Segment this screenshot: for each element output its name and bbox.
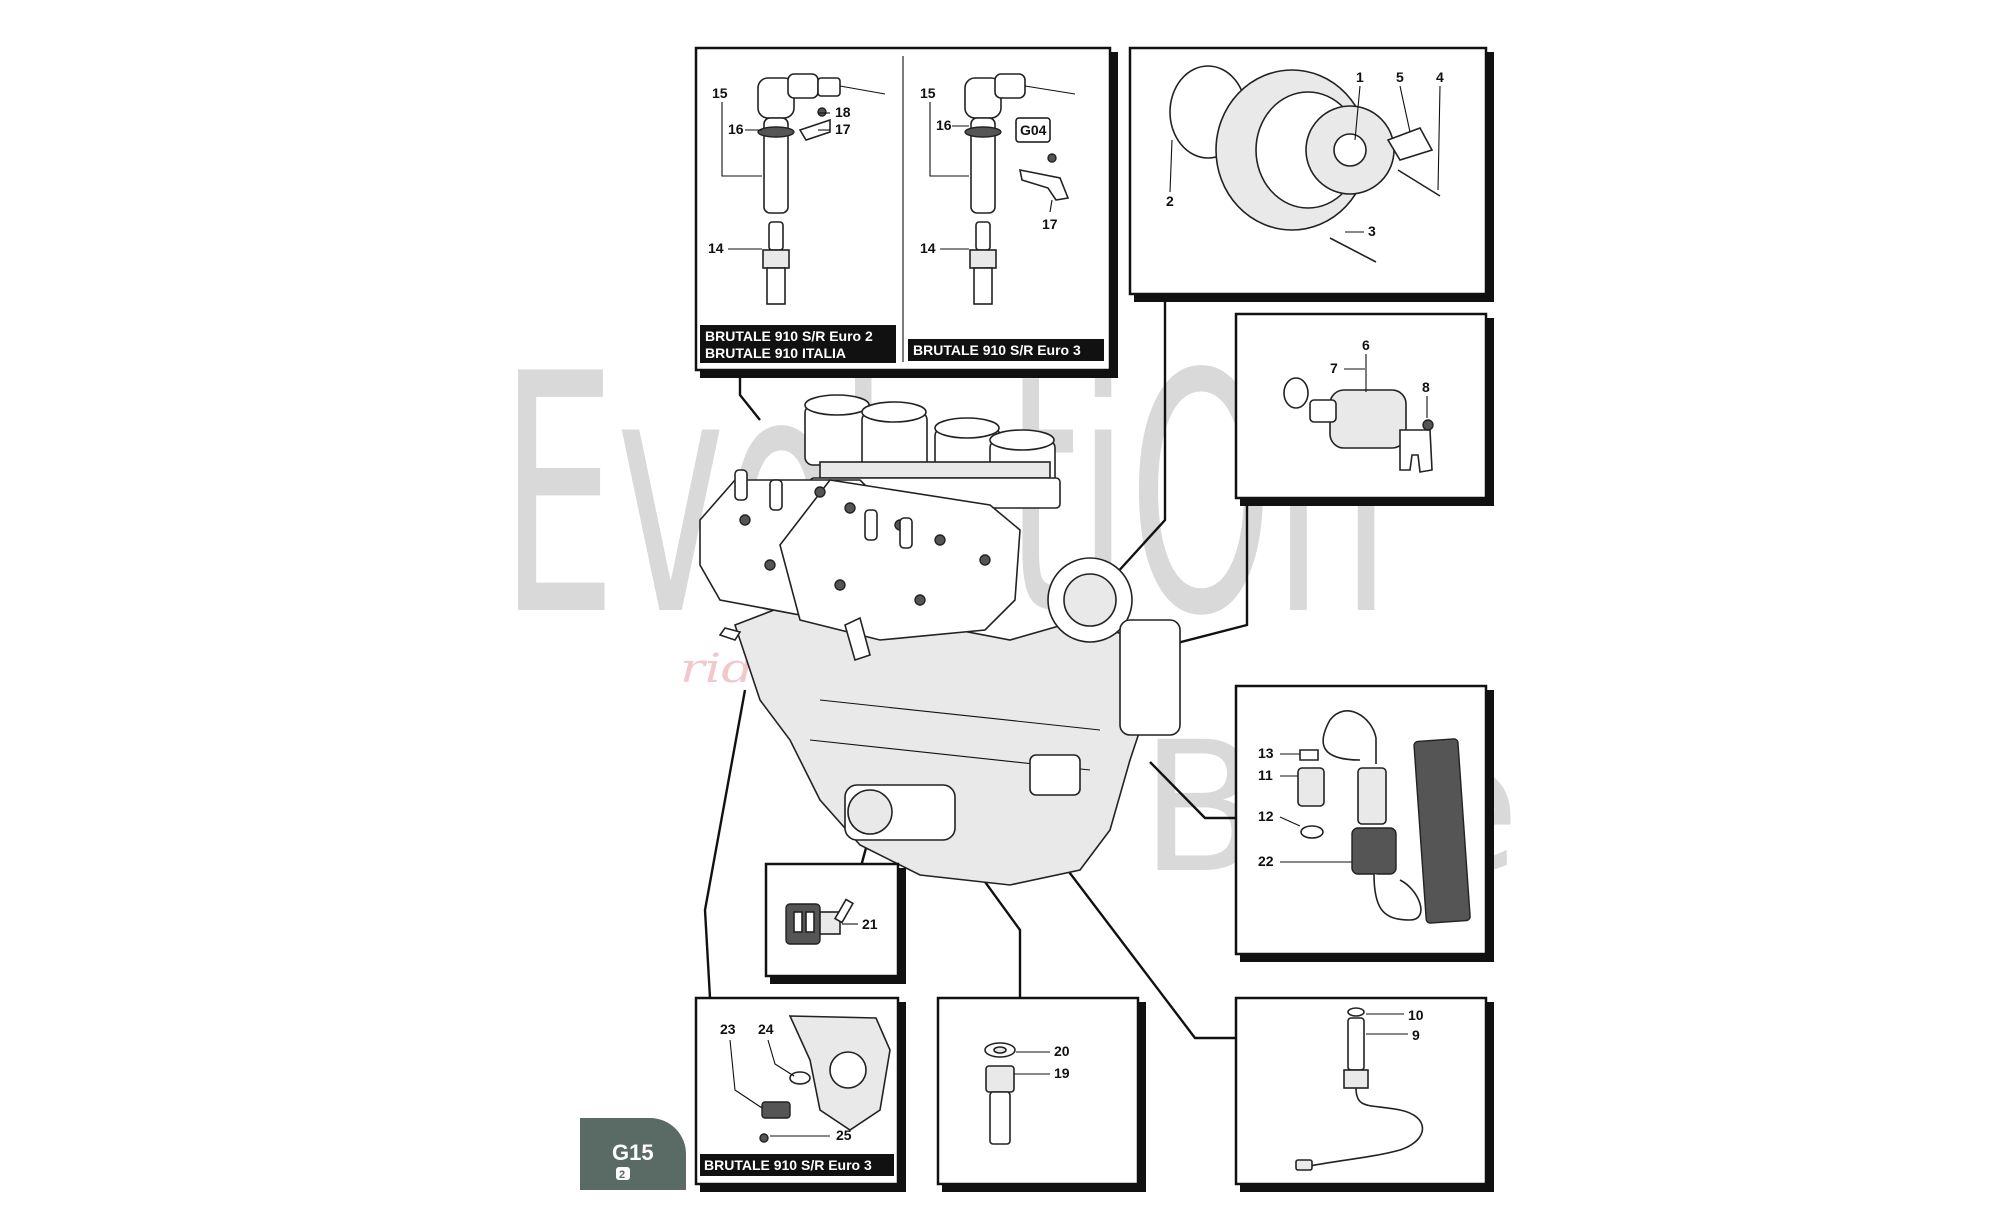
callout-25: 25 (836, 1127, 852, 1143)
callout-20: 20 (1054, 1043, 1070, 1059)
callout-24: 24 (758, 1021, 774, 1037)
callout-8: 8 (1422, 379, 1430, 395)
callout-19: 19 (1054, 1065, 1070, 1081)
panel-temp-sender: 21 (764, 862, 906, 984)
callout-10: 10 (1408, 1007, 1424, 1023)
page-tab-sheet-box (616, 1167, 630, 1180)
throttle-sensor (761, 1101, 791, 1119)
callout-14-b: 14 (920, 240, 936, 256)
callout-1: 1 (1356, 69, 1364, 85)
banner-euro3 (908, 339, 1104, 361)
panel-oil-pressure: 20 19 (936, 996, 1146, 1192)
crankcase (733, 599, 1151, 886)
oil-pressure-switch (985, 1065, 1015, 1093)
banner-throttle (700, 1154, 894, 1176)
sensor-connector (1357, 767, 1387, 825)
panel-speed-sensor: 13 11 12 22 (1234, 684, 1494, 962)
callout-13: 13 (1258, 745, 1274, 761)
callout-11: 11 (1258, 767, 1273, 783)
page-tab-shape (580, 1118, 686, 1190)
banner-euro3-line1: BRUTALE 910 S/R Euro 3 (913, 342, 1081, 358)
panel-starter: 6 7 8 (1234, 312, 1494, 506)
harness-plug (1351, 827, 1397, 875)
panel-throttle-sensor: 23 24 25 BRUTALE 910 S/R Euro 3 (694, 996, 906, 1192)
callout-23: 23 (720, 1021, 736, 1037)
callout-5: 5 (1396, 69, 1404, 85)
harness-sleeve (1413, 738, 1471, 924)
panel-alternator: 1 5 4 2 3 (1128, 46, 1494, 302)
callout-16: 16 (728, 121, 744, 137)
callout-7: 7 (1330, 360, 1338, 376)
panel-ignition-euro2: 15 16 18 17 14 BRUTALE 910 S/R Euro 2 BR… (694, 46, 1118, 378)
callout-2: 2 (1166, 193, 1174, 209)
temp-sender (785, 903, 821, 945)
spark-plug (768, 221, 784, 251)
starter-o-ring (1283, 377, 1309, 409)
panel-lambda-sensor: 10 9 (1234, 996, 1494, 1192)
page-tab: G15 2 (580, 1118, 686, 1190)
callout-18: 18 (835, 104, 851, 120)
banner-euro2-line2: BRUTALE 910 ITALIA (705, 345, 846, 361)
callout-12: 12 (1258, 808, 1274, 824)
spark-plug-caps (734, 469, 913, 549)
callout-3: 3 (1368, 223, 1376, 239)
connector-lines (703, 300, 1249, 1040)
starter-motor (1329, 389, 1407, 449)
tag-g04 (1015, 117, 1051, 143)
banner-euro2-line1: BRUTALE 910 S/R Euro 2 (705, 328, 873, 344)
callout-14: 14 (708, 240, 724, 256)
page-tab-sheet: 2 (619, 1169, 625, 1181)
callout-22: 22 (1258, 853, 1274, 869)
lambda-sensor (1347, 1017, 1365, 1071)
callout-6: 6 (1362, 337, 1370, 353)
panel-ignition-euro3: G04 15 16 17 14 BRUTALE 910 S/R Euro 3 (908, 73, 1104, 361)
head-bolts (739, 486, 991, 606)
callout-15: 15 (712, 85, 728, 101)
page-tab-code: G15 (612, 1140, 654, 1165)
banner-euro2 (700, 325, 896, 363)
callout-21: 21 (862, 916, 878, 932)
banner-throttle-line1: BRUTALE 910 S/R Euro 3 (704, 1157, 872, 1173)
callout-g04: G04 (1020, 122, 1047, 138)
callout-4: 4 (1436, 69, 1444, 85)
rear-cylinder-head (779, 479, 1021, 641)
callout-15-b: 15 (920, 85, 936, 101)
callout-16-b: 16 (936, 117, 952, 133)
callout-17: 17 (835, 121, 851, 137)
engine-assembly (699, 394, 1181, 886)
speed-sensor (1297, 767, 1325, 807)
callout-17-b: 17 (1042, 216, 1058, 232)
callout-9: 9 (1412, 1027, 1420, 1043)
